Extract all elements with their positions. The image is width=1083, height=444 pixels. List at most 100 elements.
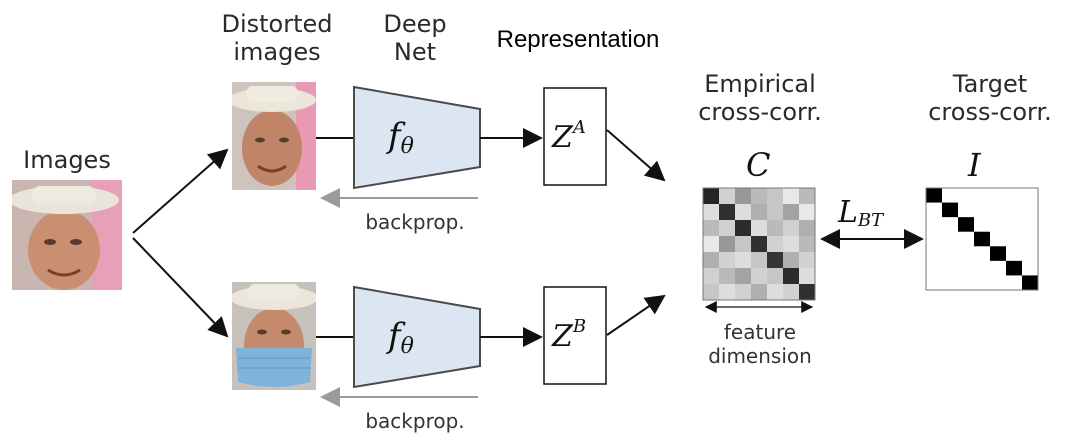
distorted-label-line1: Distorted: [221, 10, 333, 38]
z-b-label: ZB: [552, 316, 586, 354]
f-theta-top: fθ: [388, 116, 414, 159]
z-b-to-corr-arrow: [606, 294, 666, 336]
loss-l: L: [838, 195, 858, 230]
deep-net-label-line2: Net: [393, 38, 437, 66]
z-a-superscript: A: [572, 117, 586, 138]
empirical-matrix-cell: [719, 204, 736, 221]
target-matrix-diagonal-cell: [958, 217, 974, 232]
empirical-matrix-cell: [751, 236, 768, 253]
deep-net-label: Deep Net: [360, 10, 470, 66]
f-symbol: f: [388, 316, 401, 356]
f-theta-bottom: fθ: [388, 316, 414, 359]
empirical-matrix-cell: [735, 284, 752, 301]
feature-label-line2: dimension: [708, 344, 812, 368]
target-matrix: [926, 188, 1038, 290]
empirical-matrix-cell: [703, 284, 720, 301]
target-label-line1: Target: [952, 70, 1028, 98]
empirical-matrix-cell: [719, 252, 736, 269]
empirical-matrix-cell: [703, 236, 720, 253]
loss-symbol: LBT: [838, 195, 883, 231]
target-matrix-diagonal-cell: [974, 231, 990, 247]
empirical-matrix-cell: [783, 188, 800, 205]
empirical-matrix-cell: [751, 284, 768, 301]
distorted-image-a: [232, 82, 316, 190]
target-matrix-diagonal-cell: [926, 188, 942, 203]
empirical-matrix-cell: [751, 268, 768, 285]
empirical-matrix-cell: [703, 188, 720, 205]
feature-dimension-label: feature dimension: [700, 320, 820, 368]
empirical-matrix-cell: [799, 220, 816, 237]
z-a-label: ZA: [552, 117, 586, 155]
empirical-matrix-cell: [799, 188, 816, 205]
empirical-matrix-cell: [703, 204, 720, 221]
empirical-label-line2: cross-corr.: [698, 98, 822, 126]
empirical-matrix-cell: [735, 220, 752, 237]
target-matrix-diagonal-cell: [1022, 275, 1038, 290]
empirical-matrix-cell: [799, 236, 816, 253]
f-symbol: f: [388, 116, 401, 156]
deep-net-label-line1: Deep: [383, 10, 447, 38]
empirical-matrix-cell: [703, 220, 720, 237]
empirical-matrix-cell: [783, 236, 800, 253]
empirical-matrix-cell: [751, 204, 768, 221]
distorted-image-b: [232, 282, 316, 390]
z-a-to-corr-arrow: [606, 129, 666, 182]
images-label: Images: [23, 146, 111, 174]
deep-net-top: [353, 85, 481, 190]
theta-subscript: θ: [400, 334, 414, 359]
empirical-matrix-cell: [735, 188, 752, 205]
z-b-box: [543, 286, 607, 385]
empirical-matrix-cell: [719, 220, 736, 237]
z-symbol: Z: [552, 319, 573, 354]
empirical-matrix-cell: [719, 268, 736, 285]
empirical-matrix-cell: [767, 236, 784, 253]
original-image: [12, 180, 122, 290]
feature-label-line1: feature: [723, 320, 797, 344]
empirical-matrix-cell: [799, 252, 816, 269]
deep-net-bottom: [353, 285, 481, 389]
empirical-matrix-cell: [783, 252, 800, 269]
empirical-matrix-cell: [767, 188, 784, 205]
empirical-matrix-cell: [703, 268, 720, 285]
theta-subscript: θ: [400, 134, 414, 159]
empirical-cross-corr-label: Empirical cross-corr.: [680, 70, 840, 126]
empirical-matrix-cell: [719, 188, 736, 205]
representation-label: Representation: [496, 26, 660, 53]
i-symbol: I: [968, 146, 981, 184]
target-matrix-diagonal-cell: [1006, 260, 1022, 276]
target-label-line2: cross-corr.: [928, 98, 1052, 126]
target-matrix-diagonal-cell: [990, 246, 1006, 261]
empirical-matrix-cell: [799, 204, 816, 221]
empirical-matrix-cell: [735, 204, 752, 221]
target-matrix-diagonal-cell: [942, 202, 958, 218]
empirical-matrix-cell: [767, 252, 784, 269]
empirical-matrix-cell: [783, 204, 800, 221]
empirical-matrix-cell: [767, 284, 784, 301]
empirical-label-line1: Empirical: [704, 70, 816, 98]
backprop-label-top: backprop.: [365, 210, 465, 234]
distorted-label-line2: images: [233, 38, 321, 66]
empirical-matrix-cell: [767, 204, 784, 221]
empirical-matrix-cell: [703, 252, 720, 269]
empirical-matrix-cell: [799, 284, 816, 301]
target-cross-corr-label: Target cross-corr.: [910, 70, 1070, 126]
z-symbol: Z: [552, 120, 573, 155]
empirical-matrix-cell: [735, 268, 752, 285]
empirical-matrix-cell: [783, 268, 800, 285]
empirical-matrix-cell: [767, 268, 784, 285]
loss-subscript: BT: [857, 210, 884, 231]
empirical-matrix-cell: [751, 220, 768, 237]
empirical-matrix-cell: [783, 220, 800, 237]
split-arrow-top: [132, 148, 229, 234]
split-arrow-bottom: [132, 237, 229, 338]
z-b-superscript: B: [572, 316, 587, 337]
empirical-matrix-cell: [767, 220, 784, 237]
empirical-matrix-cell: [751, 252, 768, 269]
empirical-matrix-cell: [735, 252, 752, 269]
empirical-matrix-cell: [719, 236, 736, 253]
empirical-matrix-cell: [735, 236, 752, 253]
distorted-images-label: Distorted images: [212, 10, 342, 66]
empirical-matrix-cell: [719, 284, 736, 301]
c-symbol: C: [746, 146, 771, 184]
